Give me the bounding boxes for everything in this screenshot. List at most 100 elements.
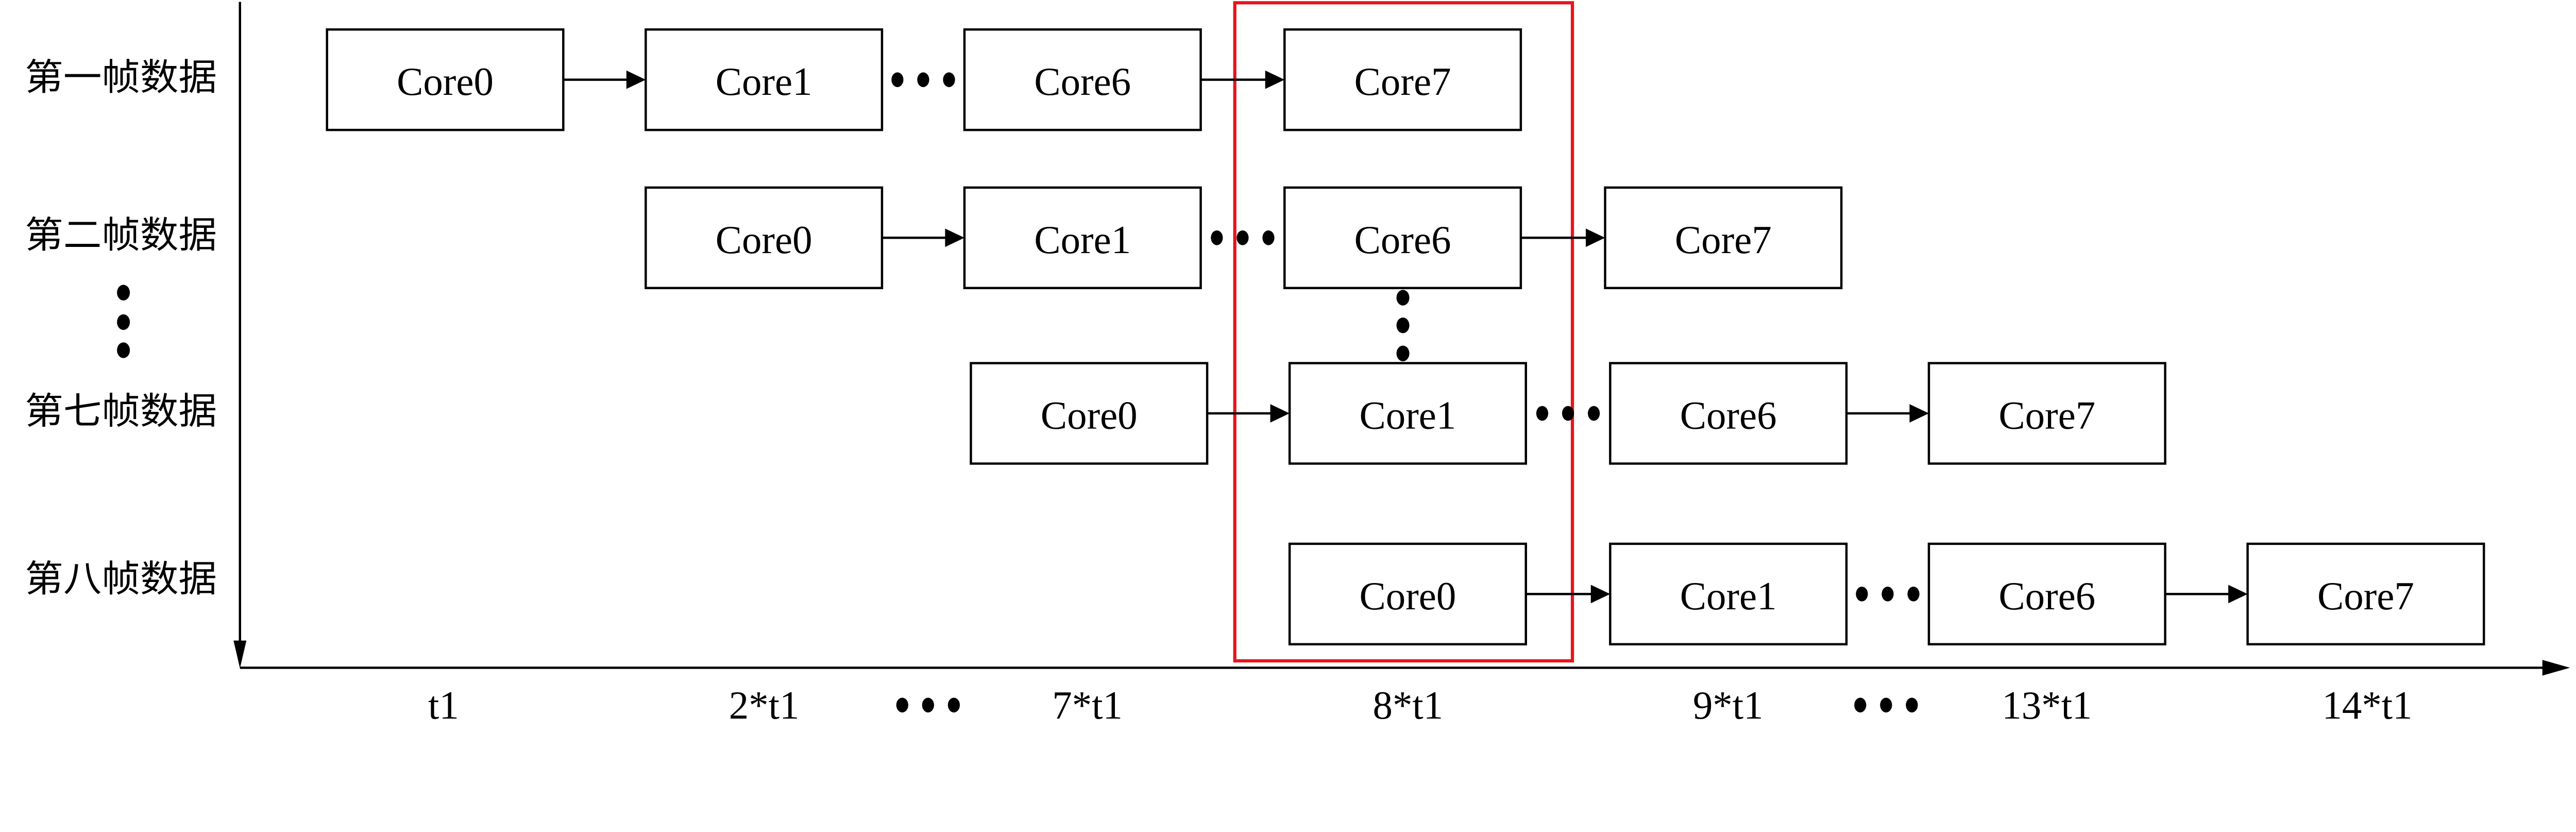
core-box-rect bbox=[1604, 186, 1843, 289]
core-label: Core7 bbox=[2317, 574, 2414, 618]
ellipsis-dot bbox=[1536, 406, 1549, 421]
core-box-rect bbox=[1927, 362, 2166, 465]
time-tick-label: 7*t1 bbox=[1052, 683, 1123, 727]
time-tick-label: 9*t1 bbox=[1693, 683, 1764, 727]
ellipsis-dot bbox=[1396, 317, 1410, 334]
ellipsis-dot bbox=[917, 72, 929, 87]
frame-row: 第二帧数据 Core0 Core1 Core6 Core7 bbox=[25, 186, 1843, 289]
highlight-frame bbox=[1233, 1, 1574, 663]
core-box-rect bbox=[1283, 186, 1522, 289]
ellipsis-dot bbox=[1856, 587, 1868, 602]
core-box: Core1 bbox=[1288, 362, 1527, 465]
core-box: Core0 bbox=[1288, 542, 1527, 646]
ellipsis-dot bbox=[1880, 697, 1892, 713]
ellipsis-dot bbox=[1396, 345, 1410, 361]
core-label: Core1 bbox=[1034, 218, 1131, 262]
ellipsis-dot bbox=[1907, 587, 1920, 602]
axes: t1 2*t1 7*t1 8*t1 9*t1 13*t1 14*t1 bbox=[233, 2, 2570, 727]
horizontal-axis-arrowhead-icon bbox=[2542, 660, 2570, 676]
core-box: Core1 bbox=[963, 186, 1202, 289]
time-tick-label: 14*t1 bbox=[2322, 683, 2412, 727]
ellipsis-dot bbox=[891, 72, 904, 87]
ellipsis-dot bbox=[1211, 230, 1223, 245]
arrowhead-icon bbox=[626, 70, 646, 89]
core-label: Core6 bbox=[1354, 218, 1451, 262]
ellipsis-dot bbox=[1854, 697, 1867, 713]
core-label: Core0 bbox=[397, 59, 494, 104]
ellipsis-dot bbox=[1236, 230, 1249, 245]
core-box-rect bbox=[326, 28, 565, 131]
ellipsis-dot bbox=[943, 72, 955, 87]
core-label: Core7 bbox=[1675, 218, 1772, 262]
ellipsis-dot bbox=[896, 697, 908, 713]
core-box-rect bbox=[1927, 542, 2166, 646]
arrowhead-icon bbox=[1270, 404, 1290, 423]
arrowhead-icon bbox=[1585, 228, 1605, 247]
ellipsis-dot bbox=[1396, 290, 1410, 306]
core-box-rect bbox=[1283, 28, 1522, 131]
ellipsis-dot bbox=[117, 285, 130, 301]
row-label: 第七帧数据 bbox=[25, 390, 217, 432]
core-box: Core0 bbox=[970, 362, 1209, 465]
vertical-axis-arrowhead-icon bbox=[233, 640, 247, 669]
core-label: Core7 bbox=[1998, 393, 2095, 437]
core-box: Core0 bbox=[645, 186, 884, 289]
core-label: Core7 bbox=[1354, 59, 1451, 104]
arrowhead-icon bbox=[945, 228, 964, 247]
time-tick-label: 8*t1 bbox=[1373, 683, 1444, 727]
core-box: Core6 bbox=[1283, 186, 1522, 289]
core-label: Core0 bbox=[716, 218, 812, 262]
core-box: Core1 bbox=[1609, 542, 1848, 646]
core-box: Core6 bbox=[1927, 542, 2166, 646]
ellipsis-dot bbox=[117, 342, 130, 358]
core-box: Core6 bbox=[963, 28, 1202, 131]
core-label: Core0 bbox=[1041, 393, 1138, 437]
arrowhead-icon bbox=[2228, 585, 2248, 604]
arrowhead-icon bbox=[1265, 70, 1285, 89]
time-tick-label: t1 bbox=[428, 683, 459, 727]
ellipsis-dot bbox=[1562, 406, 1574, 421]
core-box: Core7 bbox=[1283, 28, 1522, 131]
core-box: Core0 bbox=[326, 28, 565, 131]
core-label: Core1 bbox=[716, 59, 812, 104]
core-box: Core7 bbox=[1604, 186, 1843, 289]
core-box: Core7 bbox=[2246, 542, 2485, 646]
core-box-rect bbox=[970, 362, 1209, 465]
core-label: Core6 bbox=[1680, 393, 1777, 437]
ellipsis-dot bbox=[922, 697, 934, 713]
core-box-rect bbox=[645, 28, 884, 131]
core-box-rect bbox=[1609, 542, 1848, 646]
core-box-rect bbox=[645, 186, 884, 289]
time-tick-label: 2*t1 bbox=[729, 683, 800, 727]
arrowhead-icon bbox=[1909, 404, 1929, 423]
ellipsis-dot bbox=[1262, 230, 1275, 245]
frame-row: 第八帧数据 Core0 Core1 Core6 Core7 bbox=[25, 542, 2485, 646]
core-box-rect bbox=[1288, 542, 1527, 646]
row-label: 第一帧数据 bbox=[25, 56, 217, 99]
core-box: Core6 bbox=[1609, 362, 1848, 465]
ellipsis-dot bbox=[1882, 587, 1894, 602]
core-box-rect bbox=[963, 186, 1202, 289]
core-label: Core6 bbox=[1998, 574, 2095, 618]
time-tick-label: 13*t1 bbox=[2002, 683, 2092, 727]
core-box-rect bbox=[963, 28, 1202, 131]
core-box: Core1 bbox=[645, 28, 884, 131]
ellipsis-dot bbox=[1906, 697, 1918, 713]
core-box-rect bbox=[1609, 362, 1848, 465]
frame-row: 第一帧数据 Core0 Core1 Core6 Core7 bbox=[25, 28, 1522, 131]
frame-row: 第七帧数据 Core0 Core1 Core6 Core7 bbox=[25, 362, 2166, 465]
core-label: Core1 bbox=[1680, 574, 1777, 618]
row-label: 第二帧数据 bbox=[25, 213, 217, 256]
core-box-rect bbox=[2246, 542, 2485, 646]
core-label: Core6 bbox=[1034, 59, 1131, 104]
ellipsis-dot bbox=[117, 314, 130, 330]
core-label: Core0 bbox=[1359, 574, 1456, 618]
arrowhead-icon bbox=[1590, 585, 1611, 604]
core-label: Core1 bbox=[1359, 393, 1456, 437]
core-box: Core7 bbox=[1927, 362, 2166, 465]
row-label: 第八帧数据 bbox=[25, 557, 217, 600]
ellipsis-dot bbox=[1587, 406, 1600, 421]
